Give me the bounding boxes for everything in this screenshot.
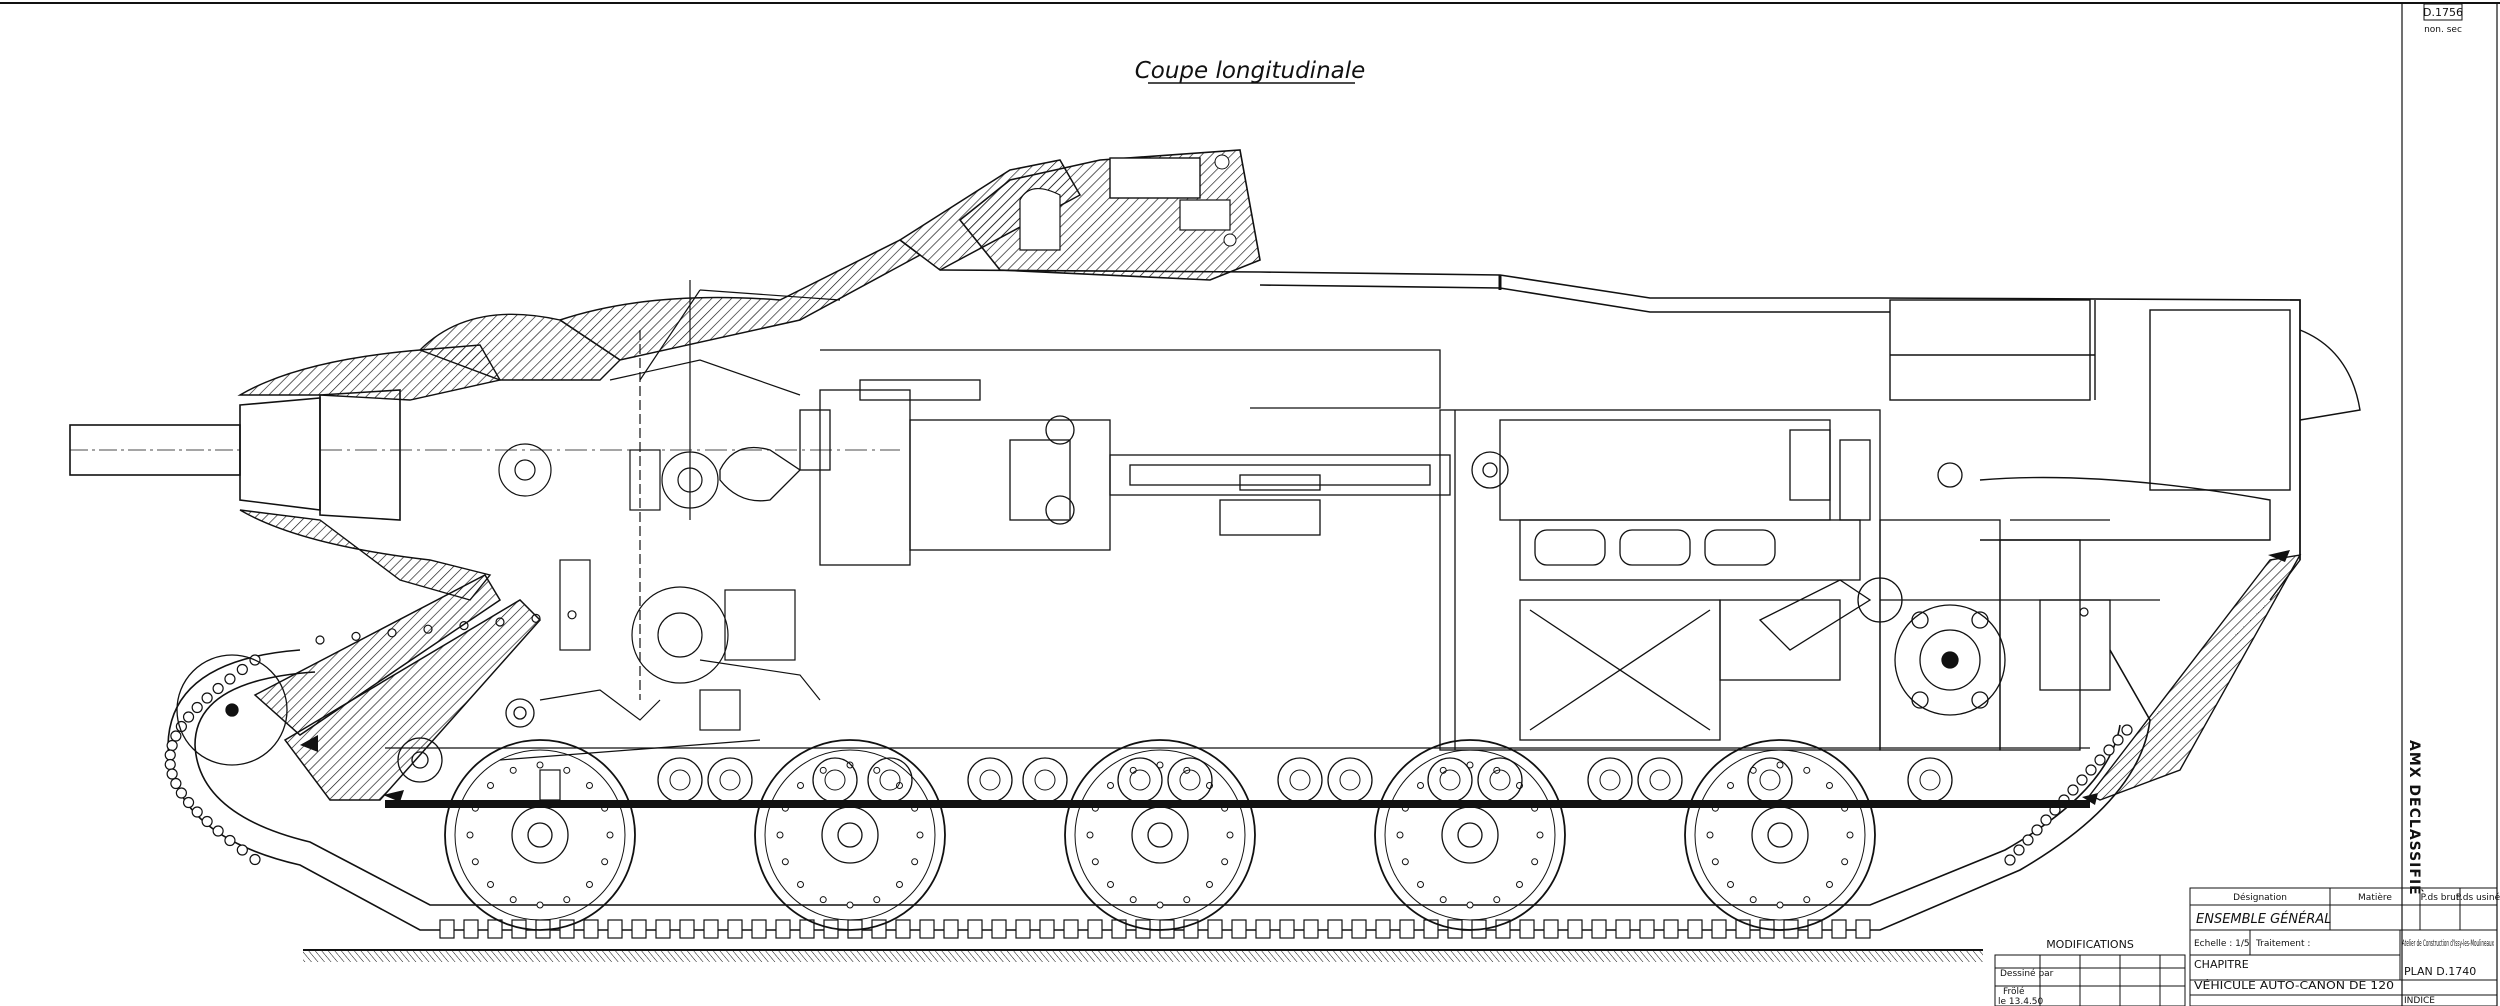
tb-poids-usine-header: P.ds usiné bbox=[2456, 892, 2500, 903]
rear-engine-deck bbox=[1889, 299, 2361, 601]
gun-barrel bbox=[69, 389, 900, 521]
rear-hull-armor bbox=[2082, 550, 2302, 805]
tb-matiere-header: Matière bbox=[2358, 892, 2392, 903]
transmission bbox=[1879, 462, 2160, 751]
drawn-by-name: Frölé bbox=[2003, 986, 2025, 997]
hull-roof bbox=[939, 269, 2301, 560]
drawing-title: Coupe longitudinale bbox=[1135, 58, 1366, 84]
hull-floor bbox=[385, 747, 2090, 808]
gun-breech-assembly bbox=[719, 349, 1451, 566]
title-block bbox=[2189, 887, 2498, 1006]
tb-designation-value: ENSEMBLE GÉNÉRAL bbox=[2196, 911, 2332, 927]
tb-plan: PLAN D.1740 bbox=[2404, 965, 2476, 978]
engine-compartment bbox=[1439, 409, 1903, 751]
crew-compartment-details bbox=[498, 280, 841, 801]
drawing-number-box: D.1756 non. sec bbox=[2423, 3, 2463, 35]
road-wheels bbox=[444, 739, 1953, 931]
commander-cupola bbox=[958, 149, 1261, 281]
tb-workshop: Atelier de Construction d'Issy-les-Mouli… bbox=[2402, 939, 2494, 949]
drawing-number-sub: non. sec bbox=[2424, 25, 2462, 35]
modifications-header: MODIFICATIONS bbox=[2046, 938, 2134, 951]
drawing-date: le 13.4.50 bbox=[1998, 997, 2044, 1006]
declassified-stamp: AMX DECLASSIFIÉ bbox=[2406, 740, 2423, 896]
ground-line bbox=[303, 949, 1983, 962]
tb-scale: Echelle : 1/5 bbox=[2194, 939, 2250, 949]
drawn-by-label: Dessiné par bbox=[2000, 968, 2054, 979]
tb-treatment: Traitement : bbox=[2255, 939, 2310, 949]
tb-designation-header: Désignation bbox=[2233, 892, 2287, 903]
modifications-block bbox=[1994, 954, 2186, 1006]
tb-chapter: CHAPITRE bbox=[2194, 958, 2249, 971]
front-glacis-armor bbox=[253, 574, 542, 802]
tb-index: INDICE bbox=[2404, 996, 2435, 1006]
tb-vehicle: VÉHICULE AUTO-CANON DE 120 bbox=[2194, 979, 2394, 992]
tb-poids-brut-header: P.ds brut bbox=[2421, 893, 2460, 903]
gun-mantlet bbox=[237, 313, 622, 601]
drawing-number: D.1756 bbox=[2423, 6, 2463, 19]
